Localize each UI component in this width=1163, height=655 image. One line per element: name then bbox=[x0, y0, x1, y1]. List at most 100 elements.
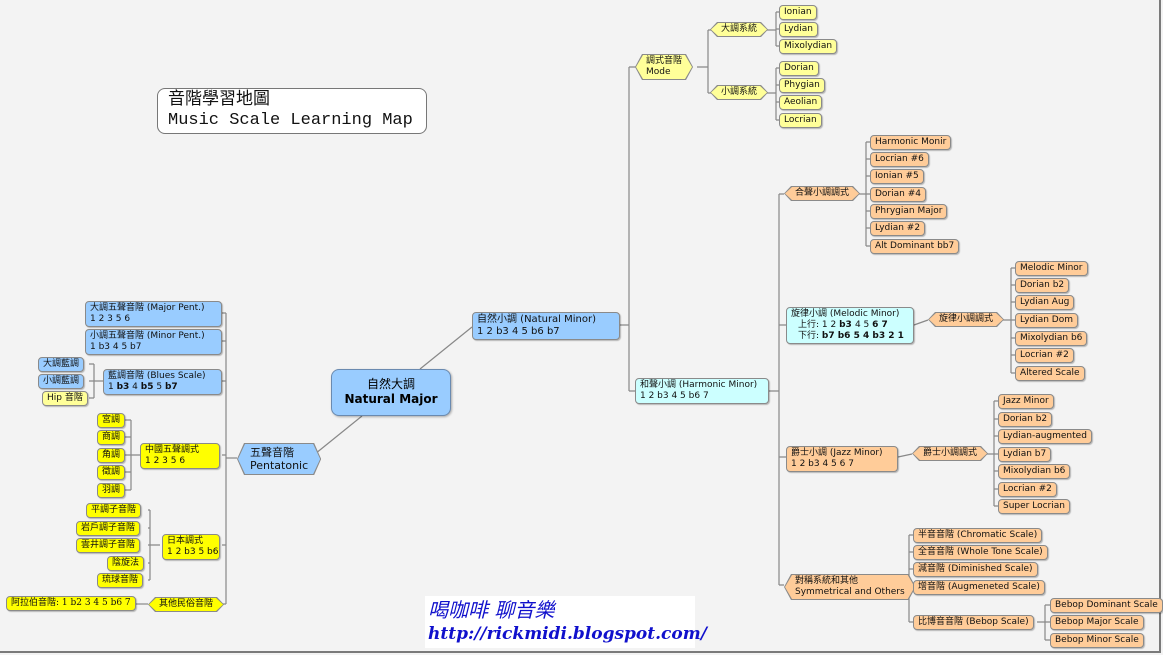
japanese-notes: 1 2 b3 5 b6 bbox=[167, 547, 219, 557]
node-melodic-mode-2[interactable]: Dorian b2 bbox=[1015, 278, 1070, 293]
node-symmetrical[interactable]: 對稱系統和其他 Symmetrical and Others bbox=[785, 575, 915, 599]
node-melodic-mode-5[interactable]: Mixolydian b6 bbox=[1015, 331, 1088, 346]
major-pent-title: 大調五聲音階 (Major Pent.) bbox=[90, 303, 205, 313]
root-node-natural-major[interactable]: 自然大調 Natural Major bbox=[331, 369, 451, 416]
node-diminished-scale[interactable]: 減音階 (Diminished Scale) bbox=[913, 562, 1038, 577]
node-chinese-pentatonic[interactable]: 中國五聲調式 1 2 3 5 6 bbox=[140, 443, 220, 469]
node-melodic-mode-7[interactable]: Altered Scale bbox=[1015, 366, 1085, 381]
footer-credit: 喝咖啡 聊音樂 http://rickmidi.blogspot.com/ bbox=[425, 596, 707, 648]
node-jazz-mode-5[interactable]: Mixolydian b6 bbox=[998, 464, 1071, 479]
node-melodic-mode-1[interactable]: Melodic Minor bbox=[1015, 261, 1088, 276]
node-jazz-minor[interactable]: 爵士小調 (Jazz Minor) 1 2 b3 4 5 6 7 bbox=[786, 446, 898, 472]
node-shang[interactable]: 商調 bbox=[97, 430, 126, 445]
node-harmonic-modes[interactable]: 合聲小調調式 bbox=[785, 187, 859, 200]
node-jazz-mode-7[interactable]: Super Locrian bbox=[998, 499, 1070, 514]
node-melodic-modes-wrap[interactable]: 旋律小調調式 bbox=[928, 312, 1004, 327]
node-jazz-mode-1[interactable]: Jazz Minor bbox=[998, 394, 1054, 409]
node-minor-system[interactable]: 小調系統 bbox=[711, 86, 767, 99]
node-natural-minor[interactable]: 自然小調 (Natural Minor) 1 2 b3 4 5 b6 b7 bbox=[472, 312, 620, 340]
node-folk-wrap[interactable]: 其他民俗音階 bbox=[148, 597, 224, 612]
node-jazz-mode-2[interactable]: Dorian b2 bbox=[998, 412, 1053, 427]
node-phrygian[interactable]: Phygian bbox=[779, 78, 825, 93]
node-ionian[interactable]: Ionian bbox=[779, 5, 817, 20]
symmetrical-en: Symmetrical and Others bbox=[795, 587, 905, 597]
node-melodic-modes[interactable]: 旋律小調調式 bbox=[929, 313, 1003, 326]
node-major-blues[interactable]: 大調藍調 bbox=[38, 357, 85, 372]
node-minor-system-wrap[interactable]: 小調系統 bbox=[710, 85, 768, 100]
node-mode-wrap[interactable]: 調式音階 Mode bbox=[635, 54, 693, 80]
node-lydian[interactable]: Lydian bbox=[779, 22, 818, 37]
node-minor-blues[interactable]: 小調藍調 bbox=[38, 374, 85, 389]
node-chromatic-scale[interactable]: 半音音階 (Chromatic Scale) bbox=[913, 528, 1043, 543]
node-arabic-scale[interactable]: 阿拉伯音階: 1 b2 3 4 5 b6 7 bbox=[6, 596, 136, 611]
node-melodic-mode-4[interactable]: Lydian Dom bbox=[1015, 313, 1079, 328]
harmonic-minor-title: 和聲小調 (Harmonic Minor) bbox=[640, 380, 758, 390]
node-minor-pentatonic[interactable]: 小調五聲音階 (Minor Pent.) 1 b3 4 5 b7 bbox=[85, 329, 222, 355]
node-yu[interactable]: 羽調 bbox=[97, 483, 126, 498]
node-bebop-minor[interactable]: Bebop Minor Scale bbox=[1050, 633, 1144, 648]
chinese-title: 中國五聲調式 bbox=[145, 445, 200, 455]
node-blues-scale[interactable]: 藍調音階 (Blues Scale) 1 b3 4 b5 5 b7 bbox=[103, 369, 222, 395]
node-harmonic-mode-2[interactable]: Locrian #6 bbox=[870, 152, 929, 167]
node-hip-scale[interactable]: Hip 音階 bbox=[42, 391, 88, 406]
node-major-system-wrap[interactable]: 大調系統 bbox=[710, 22, 768, 37]
edge-root-natural-minor bbox=[419, 326, 473, 370]
root-en: Natural Major bbox=[344, 392, 438, 406]
node-ryukyu[interactable]: 琉球音階 bbox=[97, 573, 144, 588]
map-title-en: Music Scale Learning Map bbox=[168, 111, 413, 130]
pentatonic-en: Pentatonic bbox=[250, 459, 309, 472]
node-jazz-modes-wrap[interactable]: 爵士小調調式 bbox=[912, 446, 988, 461]
harmonic-minor-notes: 1 2 b3 4 5 b6 7 bbox=[640, 391, 709, 401]
node-bebop-major[interactable]: Bebop Major Scale bbox=[1050, 615, 1144, 630]
node-mode[interactable]: 調式音階 Mode bbox=[636, 55, 692, 79]
melodic-minor-descending: 下行: b7 b6 5 4 b3 2 1 bbox=[798, 331, 904, 341]
mode-en: Mode bbox=[646, 67, 671, 77]
node-locrian[interactable]: Locrian bbox=[779, 113, 822, 128]
node-japanese-modes[interactable]: 日本調式 1 2 b3 5 b6 bbox=[162, 534, 220, 560]
japanese-title: 日本調式 bbox=[167, 536, 204, 546]
node-jazz-modes[interactable]: 爵士小調調式 bbox=[913, 447, 987, 460]
node-jazz-mode-6[interactable]: Locrian #2 bbox=[998, 482, 1057, 497]
node-harmonic-mode-7[interactable]: Alt Dominant bb7 bbox=[870, 239, 960, 254]
node-gong[interactable]: 宮調 bbox=[97, 413, 126, 428]
node-harmonic-minor[interactable]: 和聲小調 (Harmonic Minor) 1 2 b3 4 5 b6 7 bbox=[635, 378, 769, 404]
node-folk-scales[interactable]: 其他民俗音階 bbox=[149, 598, 223, 611]
node-jazz-mode-3[interactable]: Lydian-augmented bbox=[998, 429, 1092, 444]
node-melodic-mode-6[interactable]: Locrian #2 bbox=[1015, 348, 1074, 363]
node-jazz-mode-4[interactable]: Lydian b7 bbox=[998, 447, 1052, 462]
node-dorian[interactable]: Dorian bbox=[779, 61, 819, 76]
node-harmonic-modes-wrap[interactable]: 合聲小調調式 bbox=[784, 186, 860, 201]
node-kumoi[interactable]: 雲井調子音階 bbox=[76, 538, 141, 553]
node-aeolian[interactable]: Aeolian bbox=[779, 95, 823, 110]
node-mixolydian[interactable]: Mixolydian bbox=[779, 39, 838, 54]
node-jue[interactable]: 角調 bbox=[97, 448, 126, 463]
node-harmonic-mode-6[interactable]: Lydian #2 bbox=[870, 221, 926, 236]
jazz-minor-notes: 1 2 b3 4 5 6 7 bbox=[791, 459, 854, 469]
node-bebop-dominant[interactable]: Bebop Dominant Scale bbox=[1050, 598, 1163, 613]
melodic-minor-ascending: 上行: 1 2 b3 4 5 6 7 bbox=[798, 320, 888, 330]
node-harmonic-mode-4[interactable]: Dorian #4 bbox=[870, 187, 926, 202]
node-hirajoshi[interactable]: 平調子音階 bbox=[86, 503, 142, 518]
node-harmonic-mode-1[interactable]: Harmonic Monir bbox=[870, 135, 952, 150]
chinese-notes: 1 2 3 5 6 bbox=[145, 456, 186, 466]
node-major-pentatonic[interactable]: 大調五聲音階 (Major Pent.) 1 2 3 5 6 bbox=[85, 301, 222, 327]
mode-zh: 調式音階 bbox=[646, 56, 683, 66]
node-melodic-mode-3[interactable]: Lydian Aug bbox=[1015, 295, 1075, 310]
footer-url-link[interactable]: http://rickmidi.blogspot.com/ bbox=[428, 624, 707, 644]
node-bebop-scale[interactable]: 比博音音階 (Bebop Scale) bbox=[913, 615, 1034, 630]
node-harmonic-mode-5[interactable]: Phrygian Major bbox=[870, 204, 948, 219]
node-whole-tone-scale[interactable]: 全音音階 (Whole Tone Scale) bbox=[913, 545, 1048, 560]
node-zhi[interactable]: 徵調 bbox=[97, 465, 126, 480]
node-in-scale[interactable]: 陰旋法 bbox=[107, 556, 145, 571]
node-harmonic-mode-3[interactable]: Ionian #5 bbox=[870, 169, 924, 184]
node-melodic-minor[interactable]: 旋律小調 (Melodic Minor) 上行: 1 2 b3 4 5 6 7 … bbox=[786, 307, 914, 344]
node-augmented-scale[interactable]: 增音階 (Augmeneted Scale) bbox=[913, 580, 1045, 595]
node-major-system[interactable]: 大調系統 bbox=[711, 23, 767, 36]
node-pentatonic-wrap[interactable]: 五聲音階 Pentatonic bbox=[237, 443, 321, 475]
node-symmetrical-wrap[interactable]: 對稱系統和其他 Symmetrical and Others bbox=[784, 574, 916, 600]
node-iwato[interactable]: 岩戶調子音階 bbox=[76, 521, 141, 536]
blues-title: 藍調音階 (Blues Scale) bbox=[108, 371, 206, 381]
melodic-minor-title: 旋律小調 (Melodic Minor) bbox=[791, 309, 900, 319]
jazz-minor-title: 爵士小調 (Jazz Minor) bbox=[791, 448, 883, 458]
node-pentatonic[interactable]: 五聲音階 Pentatonic bbox=[238, 444, 320, 474]
